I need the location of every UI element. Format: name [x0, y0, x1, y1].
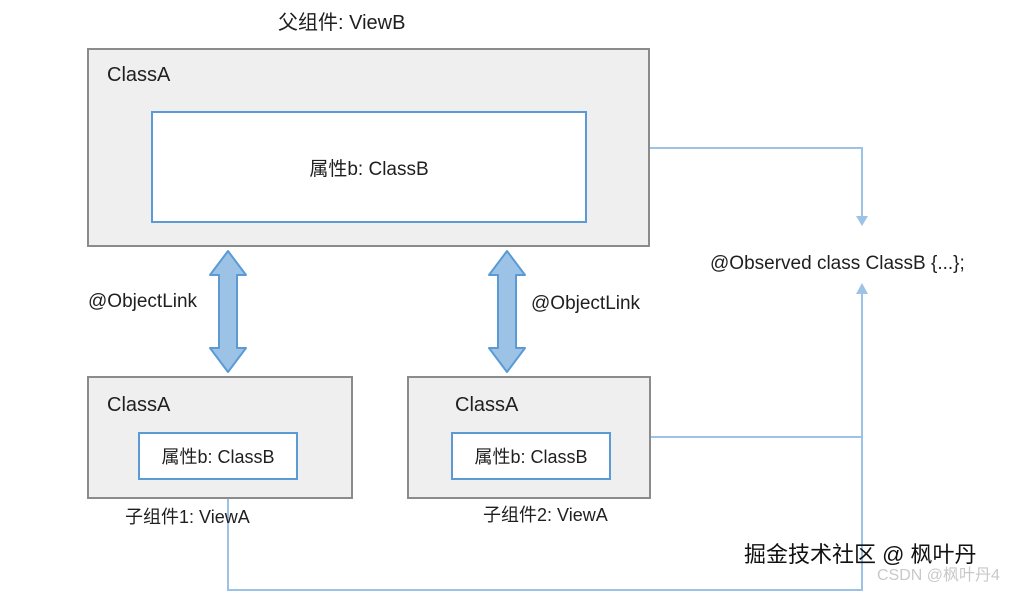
left-objectlink-label: @ObjectLink — [88, 291, 198, 312]
child1-classa-label: ClassA — [107, 394, 171, 416]
parent-component-title: 父组件: ViewB — [278, 12, 406, 34]
child1-property-label: 属性b: ClassB — [161, 447, 275, 467]
observed-class-label: @Observed class ClassB {...}; — [710, 253, 965, 274]
right-double-arrow — [488, 250, 526, 373]
watermark-main-text: 掘金技术社区 @ 枫叶丹 — [744, 542, 977, 567]
child2-property-label: 属性b: ClassB — [474, 447, 588, 467]
parent-classa-label: ClassA — [107, 64, 171, 86]
watermark-sub-text: CSDN @枫叶丹4 — [877, 567, 1000, 584]
left-double-arrow — [209, 250, 247, 373]
child2-classa-label: ClassA — [455, 394, 519, 416]
child-observed-arrowhead — [856, 283, 868, 294]
right-objectlink-label: @ObjectLink — [531, 293, 641, 314]
parent-to-observed-connector — [650, 147, 863, 218]
parent-observed-arrowhead — [856, 216, 868, 226]
child2-classa-box: ClassA 属性b: ClassB — [407, 376, 651, 499]
child1-classa-box: ClassA 属性b: ClassB — [87, 376, 353, 499]
child1-to-observed-connector — [227, 292, 863, 591]
child2-component-title: 子组件2: ViewA — [483, 505, 608, 525]
child2-property-box: 属性b: ClassB — [451, 432, 611, 480]
parent-property-box: 属性b: ClassB — [151, 111, 587, 223]
child2-to-observed-connector — [651, 292, 863, 438]
child1-property-box: 属性b: ClassB — [138, 432, 298, 480]
child1-component-title: 子组件1: ViewA — [125, 507, 250, 527]
parent-classa-box: ClassA 属性b: ClassB — [87, 48, 650, 247]
parent-property-label: 属性b: ClassB — [309, 158, 429, 180]
